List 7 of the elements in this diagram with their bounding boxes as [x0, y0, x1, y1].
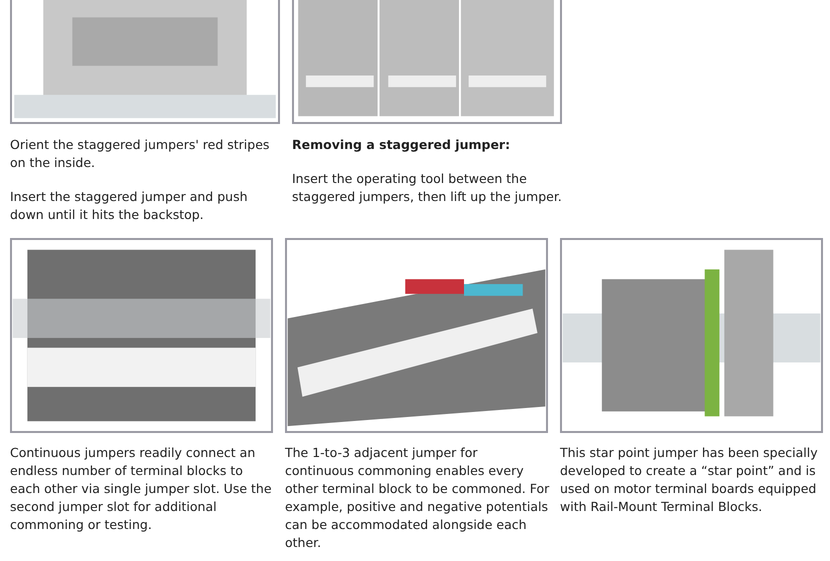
caption-text: This star point jumper has been specially developed to create a “star point” and is used on motor terminal boards equipped with Rail-Mount Terminal Blocks. [560, 444, 819, 516]
caption-text: The 1-to-3 adjacent jumper for continuous commoning enables every other terminal block to be commoned. For example, positive and negative potentials can be accommodated alongside each other. [285, 444, 550, 552]
caption-text: Insert the staggered jumper and push down until it hits the backstop. [10, 188, 248, 224]
caption-text: Continuous jumpers readily connect an endless number of terminal blocks to each other via single jumper slot. Use the second jumper slot for additional commoning or testing. [10, 444, 273, 534]
caption-text: Insert the operating tool between the staggered jumpers, then lift up the jumper. [292, 170, 562, 206]
caption-heading: Removing a staggered jumper: [292, 136, 512, 154]
caption-text: Orient the staggered jumpers' red stripes on the inside. [10, 136, 270, 172]
